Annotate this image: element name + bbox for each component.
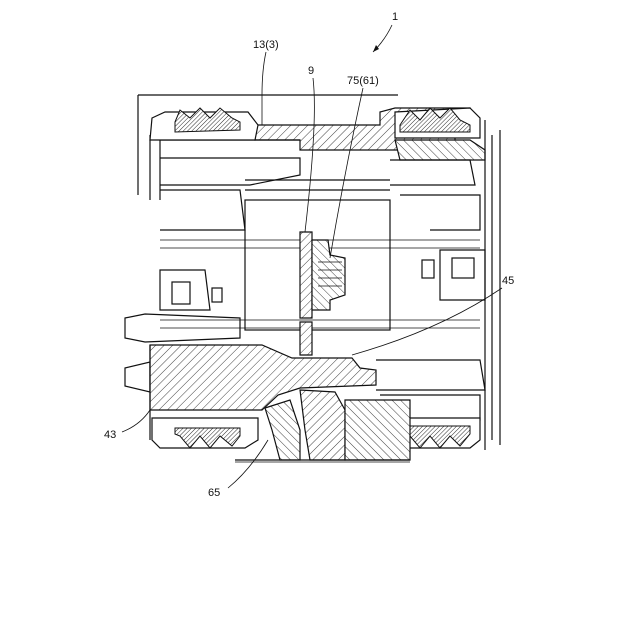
label-45: 45 <box>502 275 514 287</box>
label-43: 43 <box>104 429 116 441</box>
label-65: 65 <box>208 487 220 499</box>
leader-13-3 <box>262 52 266 95</box>
leader-45 <box>352 288 502 355</box>
label-75-61: 75(61) <box>347 75 379 87</box>
leader-9 <box>305 78 314 232</box>
terminal-9 <box>300 232 312 355</box>
label-1: 1 <box>392 11 398 23</box>
label-13-3: 13(3) <box>253 39 279 51</box>
leader-75-61 <box>330 88 363 258</box>
label-9: 9 <box>308 65 314 77</box>
leader-43 <box>122 410 150 432</box>
nut-75-61 <box>312 240 345 310</box>
